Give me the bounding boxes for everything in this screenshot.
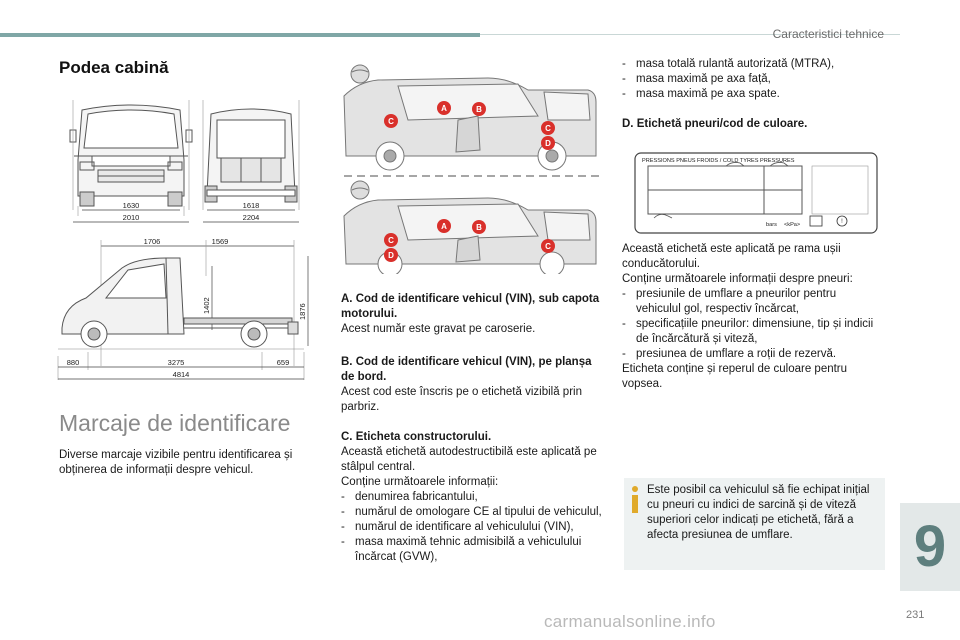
side-view-drawing: 1706 1569 1402 1876 880 3275 659 4814 [57,237,309,380]
info-text: Este posibil ca vehiculul să fie echipat… [647,484,870,541]
chapter-number: 9 [913,514,947,579]
marker-c-bottom-right: C [541,239,555,253]
section-c-text: Această etichetă autodestructibilă este … [341,446,597,473]
info-box [624,478,885,570]
dim-front-2010: 2010 [123,213,140,222]
section-c-continued: -masa totală rulantă autorizată (MTRA), … [622,57,882,102]
section-a-title: A. Cod de identificare vehicul (VIN), su… [341,293,600,320]
marker-a-top: A [437,101,451,115]
section-b-title: B. Cod de identificare vehicul (VIN), pe… [341,356,592,383]
section-d-intro: Conține următoarele informații despre pn… [622,273,853,285]
svg-text:C: C [388,236,394,245]
label-kpa: <kPa> [784,222,800,228]
list-item: -masa totală rulantă autorizată (MTRA), [622,58,835,70]
list-item: -numărul de omologare CE al tipului de v… [341,506,602,518]
list-item: -masa maximă tehnic admisibilă a vehicul… [341,536,582,563]
section-b: B. Cod de identificare vehicul (VIN), pe… [341,355,603,415]
svg-text:D: D [388,251,394,260]
dim-front-1630: 1630 [123,201,140,210]
svg-text:B: B [476,223,482,232]
section-a-text: Acest număr este gravat pe caroserie. [341,323,536,335]
svg-text:D: D [545,139,551,148]
marker-a-bottom: A [437,219,451,233]
car-loaded-icon [769,162,789,167]
dim-side-1402: 1402 [202,297,211,314]
marcaje-intro: Diverse marcaje vizibile pentru identifi… [59,449,293,476]
section-d-text1: Această etichetă este aplicată pe rama u… [622,243,841,270]
section-c-intro: Conține următoarele informații: [341,476,499,488]
watermark: carmanualsonline.info [544,612,716,631]
section-d-body: Această etichetă este aplicată pe rama u… [622,242,884,392]
info-icon [632,486,638,513]
section-c-title: C. Eticheta constructorului. [341,431,492,443]
dim-side-3275: 3275 [168,358,185,367]
dim-side-659: 659 [277,358,290,367]
header-rule [480,34,900,35]
label-bars: bars [766,222,777,228]
dim-side-1569: 1569 [212,237,229,246]
label-header: PRESSIONS PNEUS FROIDS / COLD TYRES PRES… [642,158,795,164]
svg-text:A: A [441,222,447,231]
marker-c-top-right: C [541,121,555,135]
manual-book-icon [809,215,823,227]
svg-text:C: C [545,242,551,251]
dim-side-4814: 4814 [173,370,190,379]
marker-c-top-left: C [384,114,398,128]
list-item: -numărul de identificare al vehiculului … [341,521,574,533]
svg-text:C: C [388,117,394,126]
section-d-text2: Eticheta conține și reperul de culoare p… [622,363,848,390]
car-icon [725,162,745,167]
marker-d-top: D [541,136,555,150]
svg-text:B: B [476,105,482,114]
section-title: Podea cabină [59,58,169,77]
section-b-text: Acest cod este înscris pe o etichetă viz… [341,386,582,413]
dim-side-1706: 1706 [144,237,161,246]
marker-c-bottom-left: C [384,233,398,247]
tyre-pressure-label: PRESSIONS PNEUS FROIDS / COLD TYRES PRES… [634,152,878,234]
rear-view-drawing: 1618 2204 [202,100,300,223]
marcaje-title: Marcaje de identificare [59,410,291,436]
tyre-warning-icon [836,215,848,227]
list-item: -masa maximă pe axa față, [622,73,771,85]
list-item: -masa maximă pe axa spate. [622,88,780,100]
vin-location-illustration: A B C C D A B C D C [343,64,600,274]
dim-side-1876: 1876 [298,303,307,320]
car-side-icon [653,214,673,219]
list-item: -presiunile de umflare a pneurilor pentr… [622,288,837,315]
marker-b-bottom: B [472,220,486,234]
dim-rear-1618: 1618 [243,201,260,210]
header-title: Caracteristici tehnice [772,27,884,41]
header-accent-bar [0,33,480,37]
dim-rear-2204: 2204 [243,213,260,222]
dim-side-880: 880 [67,358,80,367]
section-a: A. Cod de identificare vehicul (VIN), su… [341,292,603,337]
marker-b-top: B [472,102,486,116]
svg-text:!: ! [841,219,843,225]
marker-d-bottom: D [384,248,398,262]
list-item: -specificațiile pneurilor: dimensiune, t… [622,318,874,345]
svg-text:C: C [545,124,551,133]
section-d-title: D. Etichetă pneuri/cod de culoare. [622,118,808,130]
section-c: C. Eticheta constructorului. Această eti… [341,430,603,565]
front-view-drawing: 1630 2010 [69,100,193,223]
chapter-tab: 9 [900,503,960,591]
list-item: -presiunea de umflare a roții de rezervă… [622,348,837,360]
svg-text:A: A [441,104,447,113]
list-item: -denumirea fabricantului, [341,491,478,503]
section-d-title-wrap: D. Etichetă pneuri/cod de culoare. [622,117,882,132]
page-number: 231 [906,609,925,621]
